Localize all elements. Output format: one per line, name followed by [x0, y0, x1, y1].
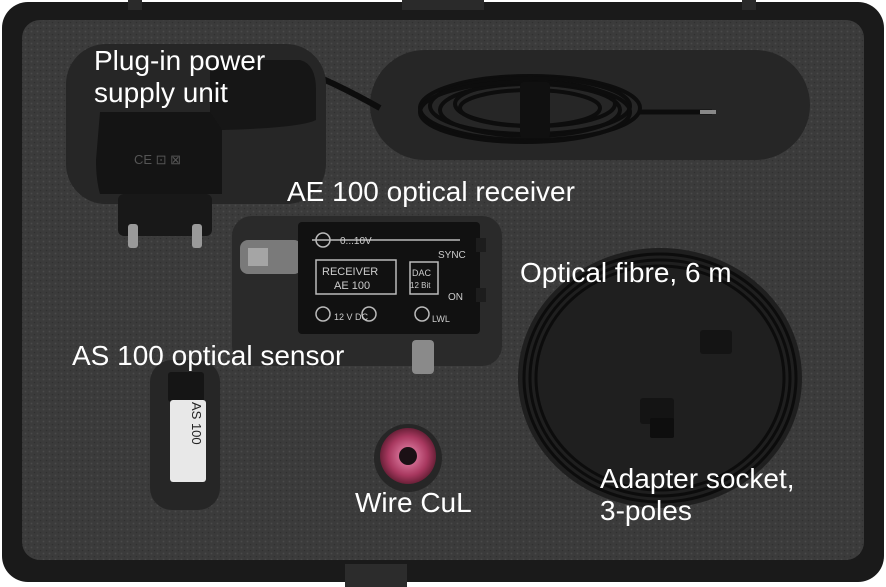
adapter-socket-pins: [650, 418, 674, 438]
plug-pin: [192, 224, 202, 248]
sync-label: SYNC: [438, 250, 466, 261]
power-supply-label: Plug-in power supply unit: [94, 45, 265, 109]
adapter-socket: [640, 398, 674, 424]
certification-marks: CE ⊡ ⊠: [134, 152, 181, 167]
range-label: 0...10V: [340, 236, 372, 247]
sensor-name-label: AS 100: [189, 402, 204, 445]
lwl-connector: [412, 340, 434, 374]
power-socket-icon: [361, 306, 377, 322]
power-supply-back: [210, 60, 316, 130]
fibre-label: Optical fibre, 6 m: [520, 257, 732, 288]
sync-socket: [476, 238, 486, 252]
case-latch: [345, 564, 407, 587]
wire-label: Wire CuL: [355, 487, 472, 518]
sensor-label: AS 100 optical sensor: [72, 340, 345, 371]
fibre-coil: [522, 252, 798, 504]
bnc-symbol-icon: [315, 232, 331, 248]
cable-tie: [520, 82, 550, 138]
hinge-tab: [742, 0, 756, 10]
power-label: 12 V DC: [334, 312, 369, 322]
adapter-label-line2: 3-poles: [600, 495, 692, 526]
receiver-model-label: AE 100: [334, 280, 370, 292]
power-supply-body: [96, 112, 222, 194]
on-label: ON: [448, 292, 463, 303]
receiver-body: [298, 222, 480, 334]
dac-box: [409, 261, 439, 295]
dac-label: DAC: [412, 268, 432, 278]
wire-spool-hole: [399, 447, 417, 465]
dac-bits-label: 12 Bit: [410, 281, 431, 290]
lwl-label: LWL: [432, 314, 450, 324]
bnc-connector-sleeve: [248, 248, 268, 266]
hinge-tab: [128, 0, 142, 10]
fibre-compartment: [518, 248, 802, 508]
receiver-label: AE 100 optical receiver: [287, 176, 575, 207]
adapter-socket: [700, 330, 732, 354]
lwl-socket-icon: [414, 306, 430, 322]
sensor-connector: [168, 372, 204, 402]
adapter-label: Adapter socket, 3-poles: [600, 463, 795, 527]
plug-pin: [128, 224, 138, 248]
cable-compartment: [370, 50, 810, 160]
hinge-tab: [402, 0, 484, 10]
power-supply-plug: [118, 194, 212, 236]
power-supply-label-line2: supply unit: [94, 77, 228, 108]
power-supply-label-line1: Plug-in power: [94, 45, 266, 76]
sensor-body: [170, 400, 206, 482]
receiver-name-box: [315, 259, 397, 295]
receiver-name-label: RECEIVER: [322, 266, 378, 278]
on-switch: [476, 288, 486, 302]
power-socket-icon: [315, 306, 331, 322]
adapter-label-line1: Adapter socket,: [600, 463, 795, 494]
